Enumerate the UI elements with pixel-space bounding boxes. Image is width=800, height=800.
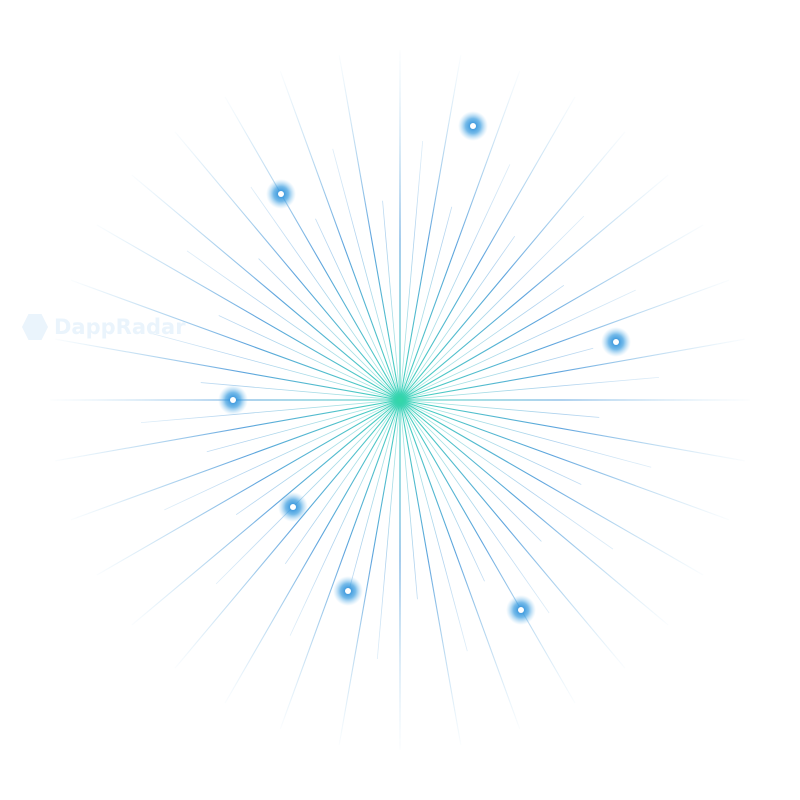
ray-line <box>338 55 401 401</box>
ray-line <box>399 206 453 401</box>
ray-line <box>186 250 401 401</box>
ray-line <box>70 399 401 521</box>
ray-line <box>250 186 401 401</box>
ray-line <box>218 315 401 401</box>
ray-line <box>131 174 401 401</box>
glow-node <box>218 385 248 415</box>
ray-line <box>399 399 614 550</box>
ray-line <box>279 70 401 401</box>
ray-line <box>399 399 600 418</box>
dappradar-logo-icon <box>22 314 48 340</box>
ray-line <box>164 399 401 511</box>
ray-line <box>399 289 636 401</box>
ray-line <box>399 70 521 401</box>
ray-line <box>258 258 401 401</box>
ray-line <box>55 338 401 401</box>
ray-line <box>399 399 626 669</box>
ray-line <box>399 399 669 626</box>
ray-line <box>399 399 418 600</box>
ray-line <box>399 399 521 730</box>
ray-line <box>55 399 401 462</box>
ray-line <box>131 399 401 626</box>
ray-line <box>399 284 565 401</box>
watermark: DappRadar <box>22 314 186 340</box>
ray-line <box>140 399 401 424</box>
ray-line <box>96 224 401 401</box>
ray-line <box>399 399 468 652</box>
ray-line <box>399 55 462 401</box>
ray-line <box>174 399 401 669</box>
ray-line <box>174 131 401 401</box>
glow-node <box>278 492 308 522</box>
ray-line <box>399 399 462 745</box>
ray-line <box>399 376 660 401</box>
center-glow <box>388 388 412 412</box>
ray-line <box>399 399 704 576</box>
ray-line <box>399 399 745 462</box>
ray-line <box>235 399 401 516</box>
ray-line <box>96 399 401 576</box>
ray-line <box>399 215 585 401</box>
ray-line <box>224 399 401 704</box>
ray-line <box>399 347 594 401</box>
ray-line <box>382 200 401 401</box>
ray-line <box>399 96 576 401</box>
ray-line <box>338 399 401 745</box>
ray-line <box>399 164 511 401</box>
ray-line <box>399 140 424 401</box>
ray-line <box>376 399 401 660</box>
glow-node <box>266 179 296 209</box>
ray-line <box>224 96 401 401</box>
ray-line <box>399 399 542 542</box>
ray-line <box>399 399 582 485</box>
ray-line <box>399 399 652 468</box>
ray-line <box>399 131 626 401</box>
ray-line <box>70 279 401 401</box>
ray-line <box>347 399 401 594</box>
ray-line <box>332 148 401 401</box>
ray-line <box>148 332 401 401</box>
ray-line <box>399 399 576 704</box>
ray-line <box>399 399 550 614</box>
ray-line <box>399 174 669 401</box>
glow-node <box>506 595 536 625</box>
watermark-text: DappRadar <box>54 315 186 339</box>
ray-line <box>399 224 704 401</box>
glow-node <box>458 111 488 141</box>
ray-line <box>284 399 401 565</box>
ray-line <box>289 399 401 636</box>
ray-line <box>206 399 401 453</box>
ray-line <box>399 279 730 401</box>
glow-node <box>601 327 631 357</box>
ray-line <box>399 399 485 582</box>
ray-line <box>315 218 401 401</box>
ray-line <box>399 235 516 401</box>
ray-line <box>215 399 401 585</box>
ray-line <box>399 338 745 401</box>
ray-line <box>279 399 401 730</box>
ray-line <box>399 399 730 521</box>
glow-node <box>333 576 363 606</box>
